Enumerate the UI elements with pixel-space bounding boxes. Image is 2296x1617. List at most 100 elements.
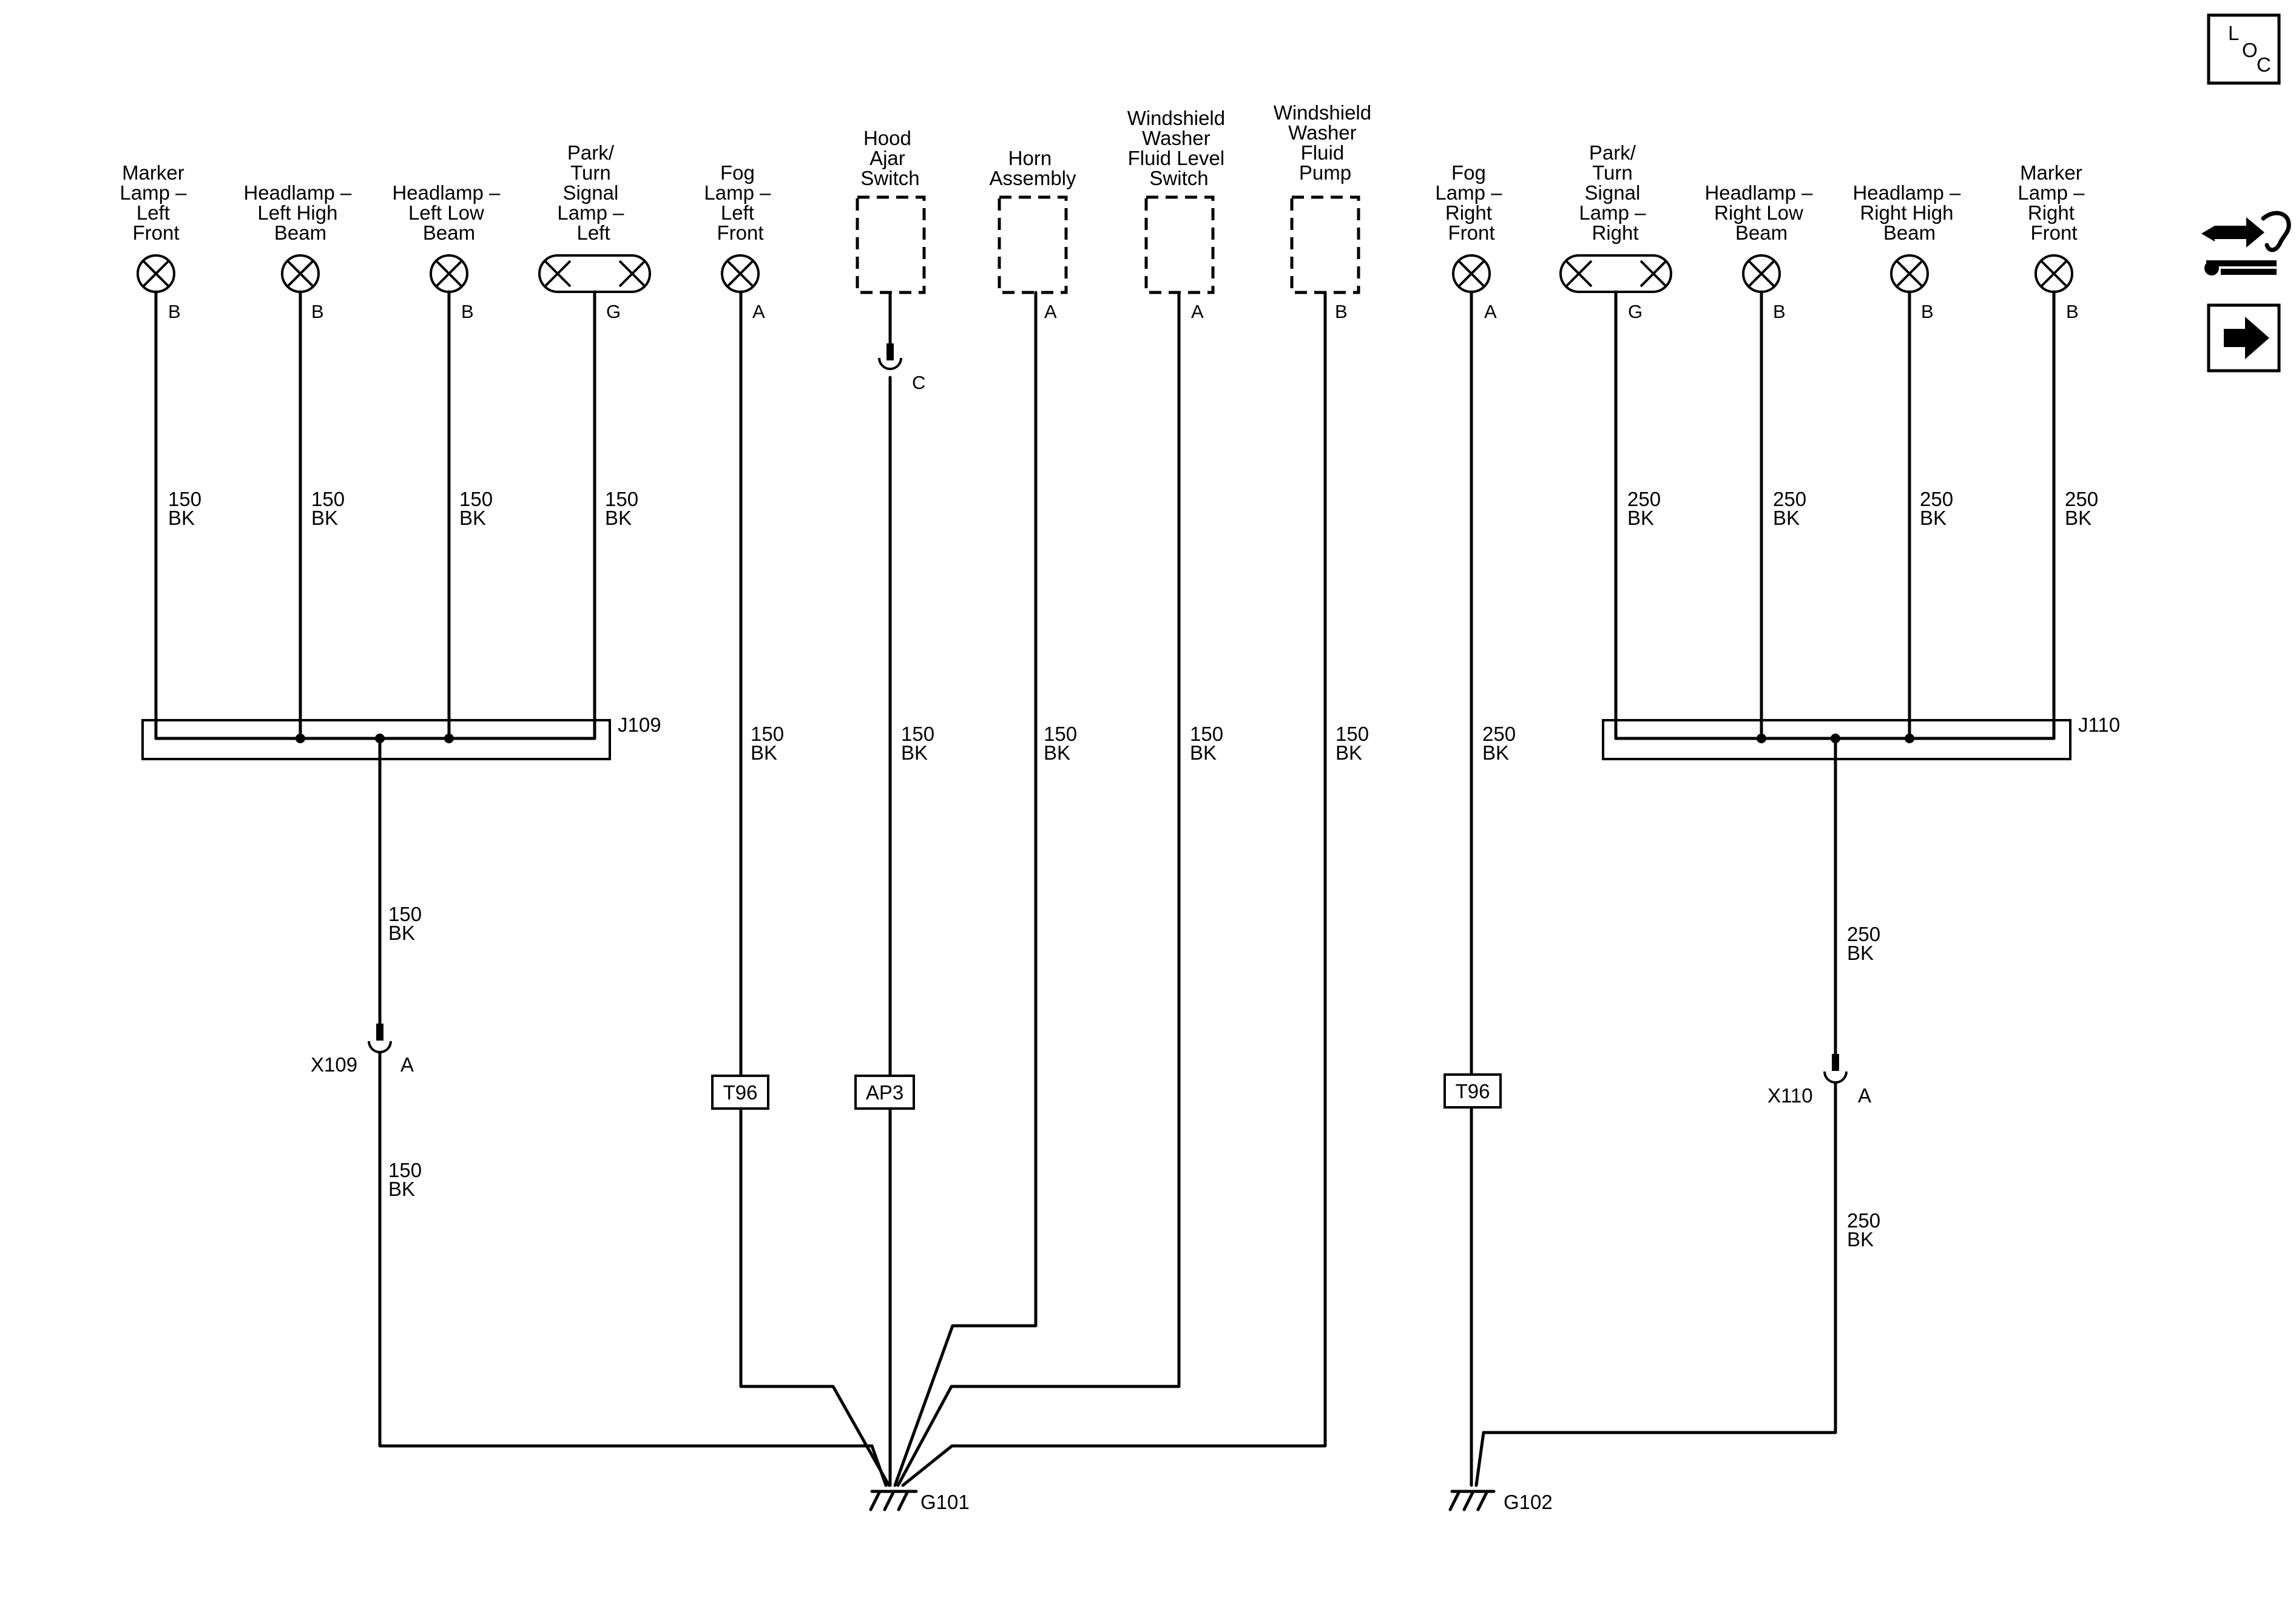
label-headlamp-right-high-beam: Headlamp – Right High Beam (1852, 181, 1966, 244)
label-headlamp-left-low-beam: Headlamp – Left Low Beam (392, 181, 505, 244)
wire-gauge-label: 150 (311, 488, 345, 510)
wire-gauge-label: 150 (605, 488, 638, 510)
wire-color-label: BK (901, 741, 928, 764)
wire-gauge-label: 250 (2065, 488, 2098, 510)
tag-ap3: AP3 (854, 1075, 915, 1110)
washer-fluid-level-switch-box (1144, 195, 1215, 294)
connector-x110-label: X110 (1768, 1084, 1813, 1107)
wire-color-label: BK (605, 507, 632, 529)
wire-color-label: BK (1847, 942, 1874, 964)
pin-label: B (311, 301, 324, 322)
pin-label: A (1484, 301, 1497, 322)
dual-lamp-icon (538, 254, 651, 293)
lamp-icon (281, 254, 320, 293)
pin-label: C (912, 372, 925, 393)
ground-g102: G102 (1448, 1490, 1553, 1513)
splice-j109-label: J109 (618, 714, 661, 736)
label-park-turn-signal-lamp-left: Park/ Turn Signal Lamp – Left (557, 141, 629, 244)
wire-color-label: BK (751, 741, 777, 764)
tag-label: T96 (723, 1081, 758, 1104)
wire-gauge-label: 250 (1847, 923, 1880, 945)
pin-label: B (461, 301, 474, 322)
splice-dot (295, 734, 305, 743)
dual-lamp-icon (1559, 254, 1672, 293)
splice-dots (295, 734, 1914, 743)
wire-gauge-label: 150 (459, 488, 493, 510)
wires (141, 290, 2071, 1487)
ground-g101-label: G101 (920, 1491, 970, 1513)
connector-repair-icon[interactable] (2201, 211, 2291, 275)
wire-color-label: BK (1920, 507, 1947, 529)
inline-connector-x109 (368, 1024, 392, 1053)
splice-j109-box (141, 719, 611, 760)
wire-gauge-label: 250 (1627, 488, 1661, 510)
pin-label: G (606, 301, 621, 322)
wire-color-label: BK (1335, 741, 1362, 764)
hood-ajar-switch-box (856, 195, 926, 294)
svg-text:C: C (2257, 53, 2271, 76)
component-boxes (856, 195, 1360, 294)
horn-assembly-box (998, 195, 1068, 294)
ground-g102-label: G102 (1504, 1491, 1553, 1513)
lamp-icon (1742, 254, 1781, 293)
wire-gauge-label: 150 (1190, 723, 1223, 745)
pin-labels: B B B G A C A A B A G B B B (168, 301, 2079, 393)
pin-label: B (1921, 301, 1934, 322)
wire-color-label: BK (1190, 741, 1217, 764)
label-headlamp-left-high-beam: Headlamp – Left High Beam (243, 181, 357, 244)
splice-dot (1757, 734, 1766, 743)
tag-t96-left: T96 (711, 1075, 769, 1110)
label-fog-lamp-left-front: Fog Lamp – Left Front (704, 161, 776, 244)
pin-label: A (1191, 301, 1204, 322)
wire-gauge-label: 250 (1920, 488, 1953, 510)
component-labels: Marker Lamp – Left Front Headlamp – Left… (120, 101, 2090, 244)
pin-label: B (168, 301, 181, 322)
label-washer-fluid-pump: Windshield Washer Fluid Pump (1274, 101, 1377, 184)
splice-j110-label: J110 (2078, 714, 2120, 736)
wire-labels: 150 BK 150 BK 150 BK 150 BK 250 BK 250 B… (168, 488, 2098, 1251)
wire-color-label: BK (1482, 741, 1509, 764)
pin-label: B (1335, 301, 1348, 322)
tag-label: AP3 (866, 1081, 903, 1104)
wire-color-label: BK (388, 1178, 415, 1200)
label-fog-lamp-right-front: Fog Lamp – Right Front (1435, 161, 1507, 244)
arrow-right-icon[interactable] (2207, 303, 2281, 373)
svg-text:O: O (2242, 39, 2258, 61)
connector-x110-pin: A (1858, 1084, 1871, 1107)
lamp-icon (430, 254, 468, 293)
label-washer-fluid-level-switch: Windshield Washer Fluid Level Switch (1127, 107, 1231, 189)
lamp-icon (137, 254, 175, 293)
wire-gauge-label: 150 (168, 488, 201, 510)
connector-x109-pin: A (400, 1053, 414, 1076)
label-hood-ajar-switch: Hood Ajar Switch (860, 127, 919, 189)
pin-label: B (2066, 301, 2079, 322)
tag-t96-right: T96 (1443, 1073, 1502, 1109)
wire-gauge-label: 150 (901, 723, 934, 745)
washer-fluid-pump-box (1290, 195, 1360, 294)
wire-gauge-label: 150 (388, 1159, 422, 1181)
label-marker-lamp-right-front: Marker Lamp – Right Front (2017, 161, 2090, 244)
pin-label: G (1628, 301, 1643, 322)
lamp-icon (1890, 254, 1929, 293)
location-icon[interactable]: L O C (2207, 13, 2281, 85)
wire-color-label: BK (1044, 741, 1070, 764)
ground-g101: G101 (869, 1490, 970, 1513)
wire-gauge-label: 150 (388, 903, 422, 925)
pin-label: A (1044, 301, 1057, 322)
wire-gauge-label: 150 (1335, 723, 1369, 745)
label-horn-assembly: Horn Assembly (989, 147, 1076, 189)
wire-gauge-label: 150 (751, 723, 784, 745)
lamp-symbols (137, 254, 2073, 293)
wire-gauge-label: 150 (1044, 723, 1077, 745)
wire-color-label: BK (1847, 1228, 1874, 1251)
splice-dot (444, 734, 454, 743)
svg-text:L: L (2228, 22, 2239, 44)
splice-dot (375, 734, 385, 743)
wire-color-label: BK (459, 507, 486, 529)
lamp-icon (721, 254, 760, 293)
wire-color-label: BK (2065, 507, 2092, 529)
wire-gauge-label: 250 (1847, 1209, 1880, 1232)
wire-color-label: BK (168, 507, 195, 529)
wire-color-label: BK (388, 922, 415, 944)
